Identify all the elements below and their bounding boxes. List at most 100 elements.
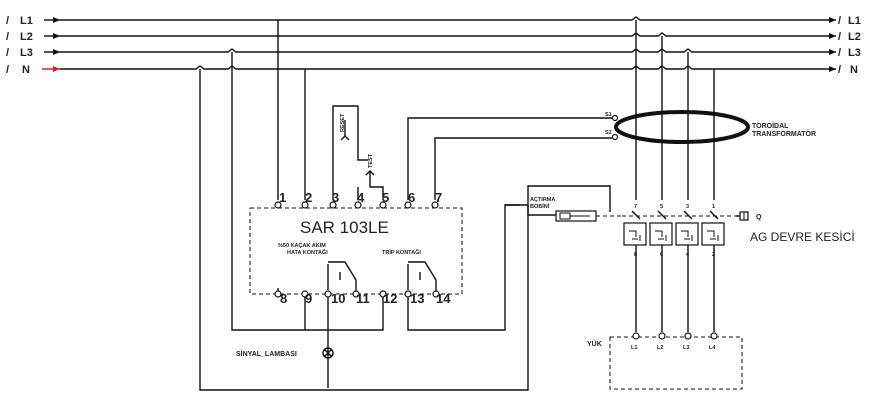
line-label-left-l1: L1 [20,15,33,27]
toroid-s1-terminal[interactable] [611,114,619,122]
load-terminal-l3[interactable] [684,332,692,340]
terminal-4[interactable] [354,201,362,209]
shape [707,230,719,241]
load-terminal-l2[interactable] [658,332,666,340]
breaker: 7 5 3 1 Q AG DEVRE KESİCİ 8 6 4 2 [622,20,855,332]
terminal-label-6: 6 [408,190,415,205]
terminal-label-5: 5 [382,190,389,205]
terminal-8[interactable] [274,290,282,298]
toroid-icon [614,110,750,144]
line-l3 [60,48,836,55]
slash-mark: / [6,31,9,43]
line-labels-left: / L1 / L2 / L3 / N [6,15,33,76]
terminal-label-1: 1 [279,190,286,205]
toroid-s2-terminal[interactable] [611,133,619,141]
line-label-right-l3: L3 [848,47,861,59]
breaker-pole-2 [649,222,673,246]
terminal-label-4: 4 [357,190,365,205]
terminal-label-13: 13 [410,291,424,306]
terminal-14[interactable] [432,290,440,298]
load-terminal-label-l4: L4 [709,345,716,351]
wire-t7-to-s2 [434,137,612,200]
terminal-6[interactable] [404,201,412,209]
relay-model: SAR 103LE [300,218,389,237]
wire-l3-to-t12 [231,52,384,331]
leakage-contact-label-2: HATA KONTAĞI [287,248,328,256]
terminal-2[interactable] [301,201,309,209]
terminal-label-3: 3 [332,190,339,205]
terminal-label-11: 11 [356,291,370,306]
terminal-13[interactable] [404,290,412,298]
terminal-label-8: 8 [280,291,287,306]
signal-lamp-icon [322,347,334,359]
load-terminal-l4[interactable] [710,332,718,340]
slash-mark: / [838,64,841,76]
breaker-label: AG DEVRE KESİCİ [750,230,855,244]
shape [655,230,667,241]
circuit-segment [657,210,667,220]
terminal-11[interactable] [352,290,360,298]
relay-top-terminals: 1 2 3 4 5 6 7 [274,190,442,209]
circuit-segment [324,349,332,357]
trip-contact [408,261,437,292]
line-label-right-l2: L2 [848,31,861,43]
breaker-top-terminal-label-7: 7 [634,204,637,210]
breaker-top-terminal-label-1: 1 [712,204,715,210]
breaker-pole-1 [623,222,647,246]
terminal-label-9: 9 [305,291,312,306]
slash-mark: / [838,15,841,27]
terminal-1[interactable] [274,201,282,209]
relay-bottom-terminals: 8 9 10 11 12 13 14 [274,290,451,306]
trip-coil-label-2: BOBİNİ [530,203,550,210]
toroid-label-2: TRANSFORMATÖR [752,129,816,138]
leakage-contact [328,261,357,292]
load-terminal-label-l1: L1 [631,345,637,351]
breaker-top-terminal-label-3: 3 [686,204,689,210]
leakage-contact-label-1: %50 KAÇAK AKIM [278,243,326,249]
line-labels-right: / L1 / L2 / L3 / N [838,15,861,76]
slash-mark: / [6,47,9,59]
terminal-10[interactable] [324,290,332,298]
load-box [609,336,743,390]
trip-coil-label-1: AÇTIRMA [530,197,555,203]
breaker-pole-3 [675,222,699,246]
wire-coil-feed [505,204,556,216]
load-label: YÜK [587,339,602,348]
line-l2 [60,32,836,39]
load-terminal-label-l2: L2 [657,345,663,351]
shape [681,230,693,241]
wire-reset [332,105,358,200]
wire-t6-to-s1 [407,117,612,200]
circuit-segment [683,210,693,220]
terminal-label-10: 10 [331,291,345,306]
line-n [60,65,836,72]
relay-box [249,207,463,295]
wire-test-to-t5 [369,171,384,200]
terminal-3[interactable] [329,201,337,209]
reset-button-symbol[interactable] [340,135,350,141]
terminal-5[interactable] [379,201,387,209]
test-label: TEST [368,153,374,168]
terminal-label-2: 2 [305,190,312,205]
reset-label: RESET [340,113,346,132]
toroid-s1-label: S1 [605,112,612,118]
signal-lamp-label: SİNYAL_LAMBASI [236,350,297,358]
terminal-label-14: 14 [436,291,451,306]
breaker-top-terminal-label-5: 5 [660,204,663,210]
wire-n-to-trip-coil [199,69,611,391]
toroid-label-1: TOROİDAL [752,122,789,130]
breaker-q-label: Q [756,214,762,221]
terminal-label-7: 7 [435,190,442,205]
shape [629,230,641,241]
line-label-left-l1: / [6,15,9,27]
terminal-label-12: 12 [383,291,397,306]
toroid-s2-label: S2 [605,130,612,136]
terminal-12[interactable] [379,290,387,298]
terminal-7[interactable] [431,201,439,209]
slash-mark: / [6,64,9,76]
load-terminal-l1[interactable] [632,332,640,340]
wire-t13-to-coil [407,204,520,331]
trip-contact-label: TRİP KONTAĞI [382,248,421,256]
terminal-9[interactable] [301,290,309,298]
